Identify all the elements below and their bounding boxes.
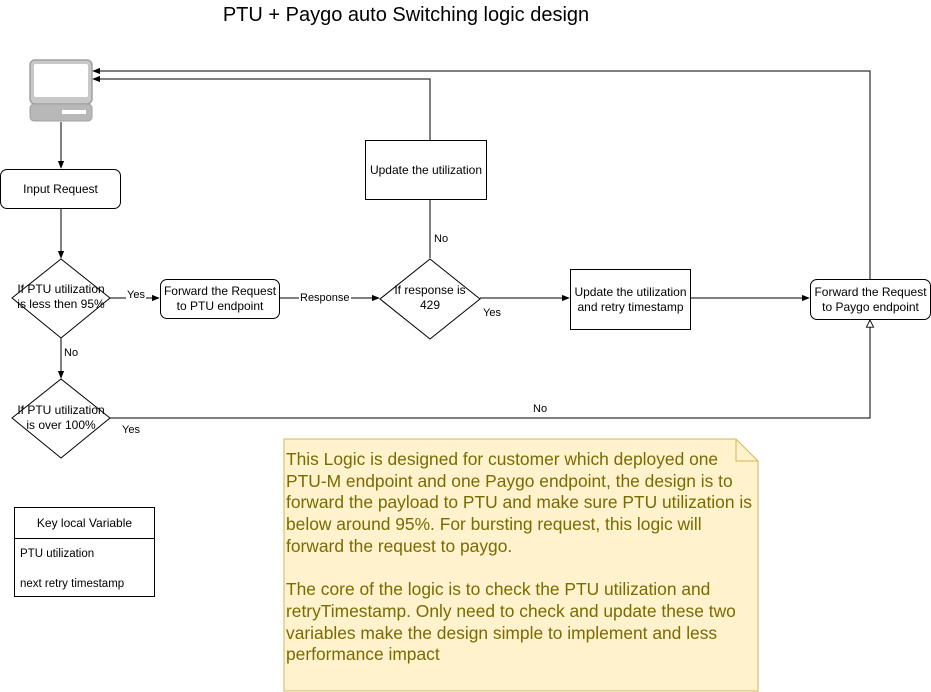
decision-ptu-over-100-label: If PTU utilization is over 100% [17,403,105,432]
edge-label-response: Response [299,292,351,304]
edge-label-over100-no: No [532,403,549,415]
decision-response-429-shape [379,258,481,340]
connectors [57,67,871,419]
input-request-node: Input Request [0,169,121,209]
update-utilization-node: Update the utilization [365,140,487,200]
key-variables-header: Key local Variable [15,508,154,539]
edge-label-429-yes: Yes [482,307,502,319]
forward-paygo-label: Forward the Request to Paygo endpoint [814,284,927,314]
computer-monitor-icon [29,59,93,122]
edge-label-less95-no: No [63,347,80,359]
design-note-paragraph: The core of the logic is to check the PT… [286,579,736,665]
edge-paygo-to-client [92,67,871,279]
update-utilization-retry-label: Update the utilization and retry timesta… [574,284,687,314]
design-note-paragraph: This Logic is designed for customer whic… [286,449,752,556]
forward-paygo-node: Forward the Request to Paygo endpoint [810,279,931,320]
note-shape [283,438,759,692]
forward-ptu-label: Forward the Request to PTU endpoint [163,284,277,313]
key-variable-row: next retry timestamp [20,578,125,590]
edge-label-over100-yes: Yes [121,424,141,436]
decision-ptu-less-95-label: If PTU utilization is less then 95% [17,282,105,311]
forward-ptu-node: Forward the Request to PTU endpoint [160,279,280,319]
edge-update-to-client [92,75,431,140]
design-note: This Logic is designed for customer whic… [286,449,758,666]
key-variable-row: PTU utilization [20,548,95,560]
update-utilization-retry-node: Update the utilization and retry timesta… [570,269,691,330]
key-variables-table: Key local Variable PTU utilization next … [14,507,155,597]
edge-label-less95-yes: Yes [126,289,146,301]
diagram-title: PTU + Paygo auto Switching logic design [222,4,590,26]
decision-response-429-label: If response is 429 [394,283,466,312]
edge-label-429-no: No [433,233,450,245]
decision-ptu-over-100-shape [11,378,111,459]
decision-shapes [11,258,481,459]
edge-over100-no [110,320,870,419]
input-request-label: Input Request [23,181,98,196]
decision-ptu-less-95-shape [11,258,111,339]
update-utilization-label: Update the utilization [369,162,483,177]
